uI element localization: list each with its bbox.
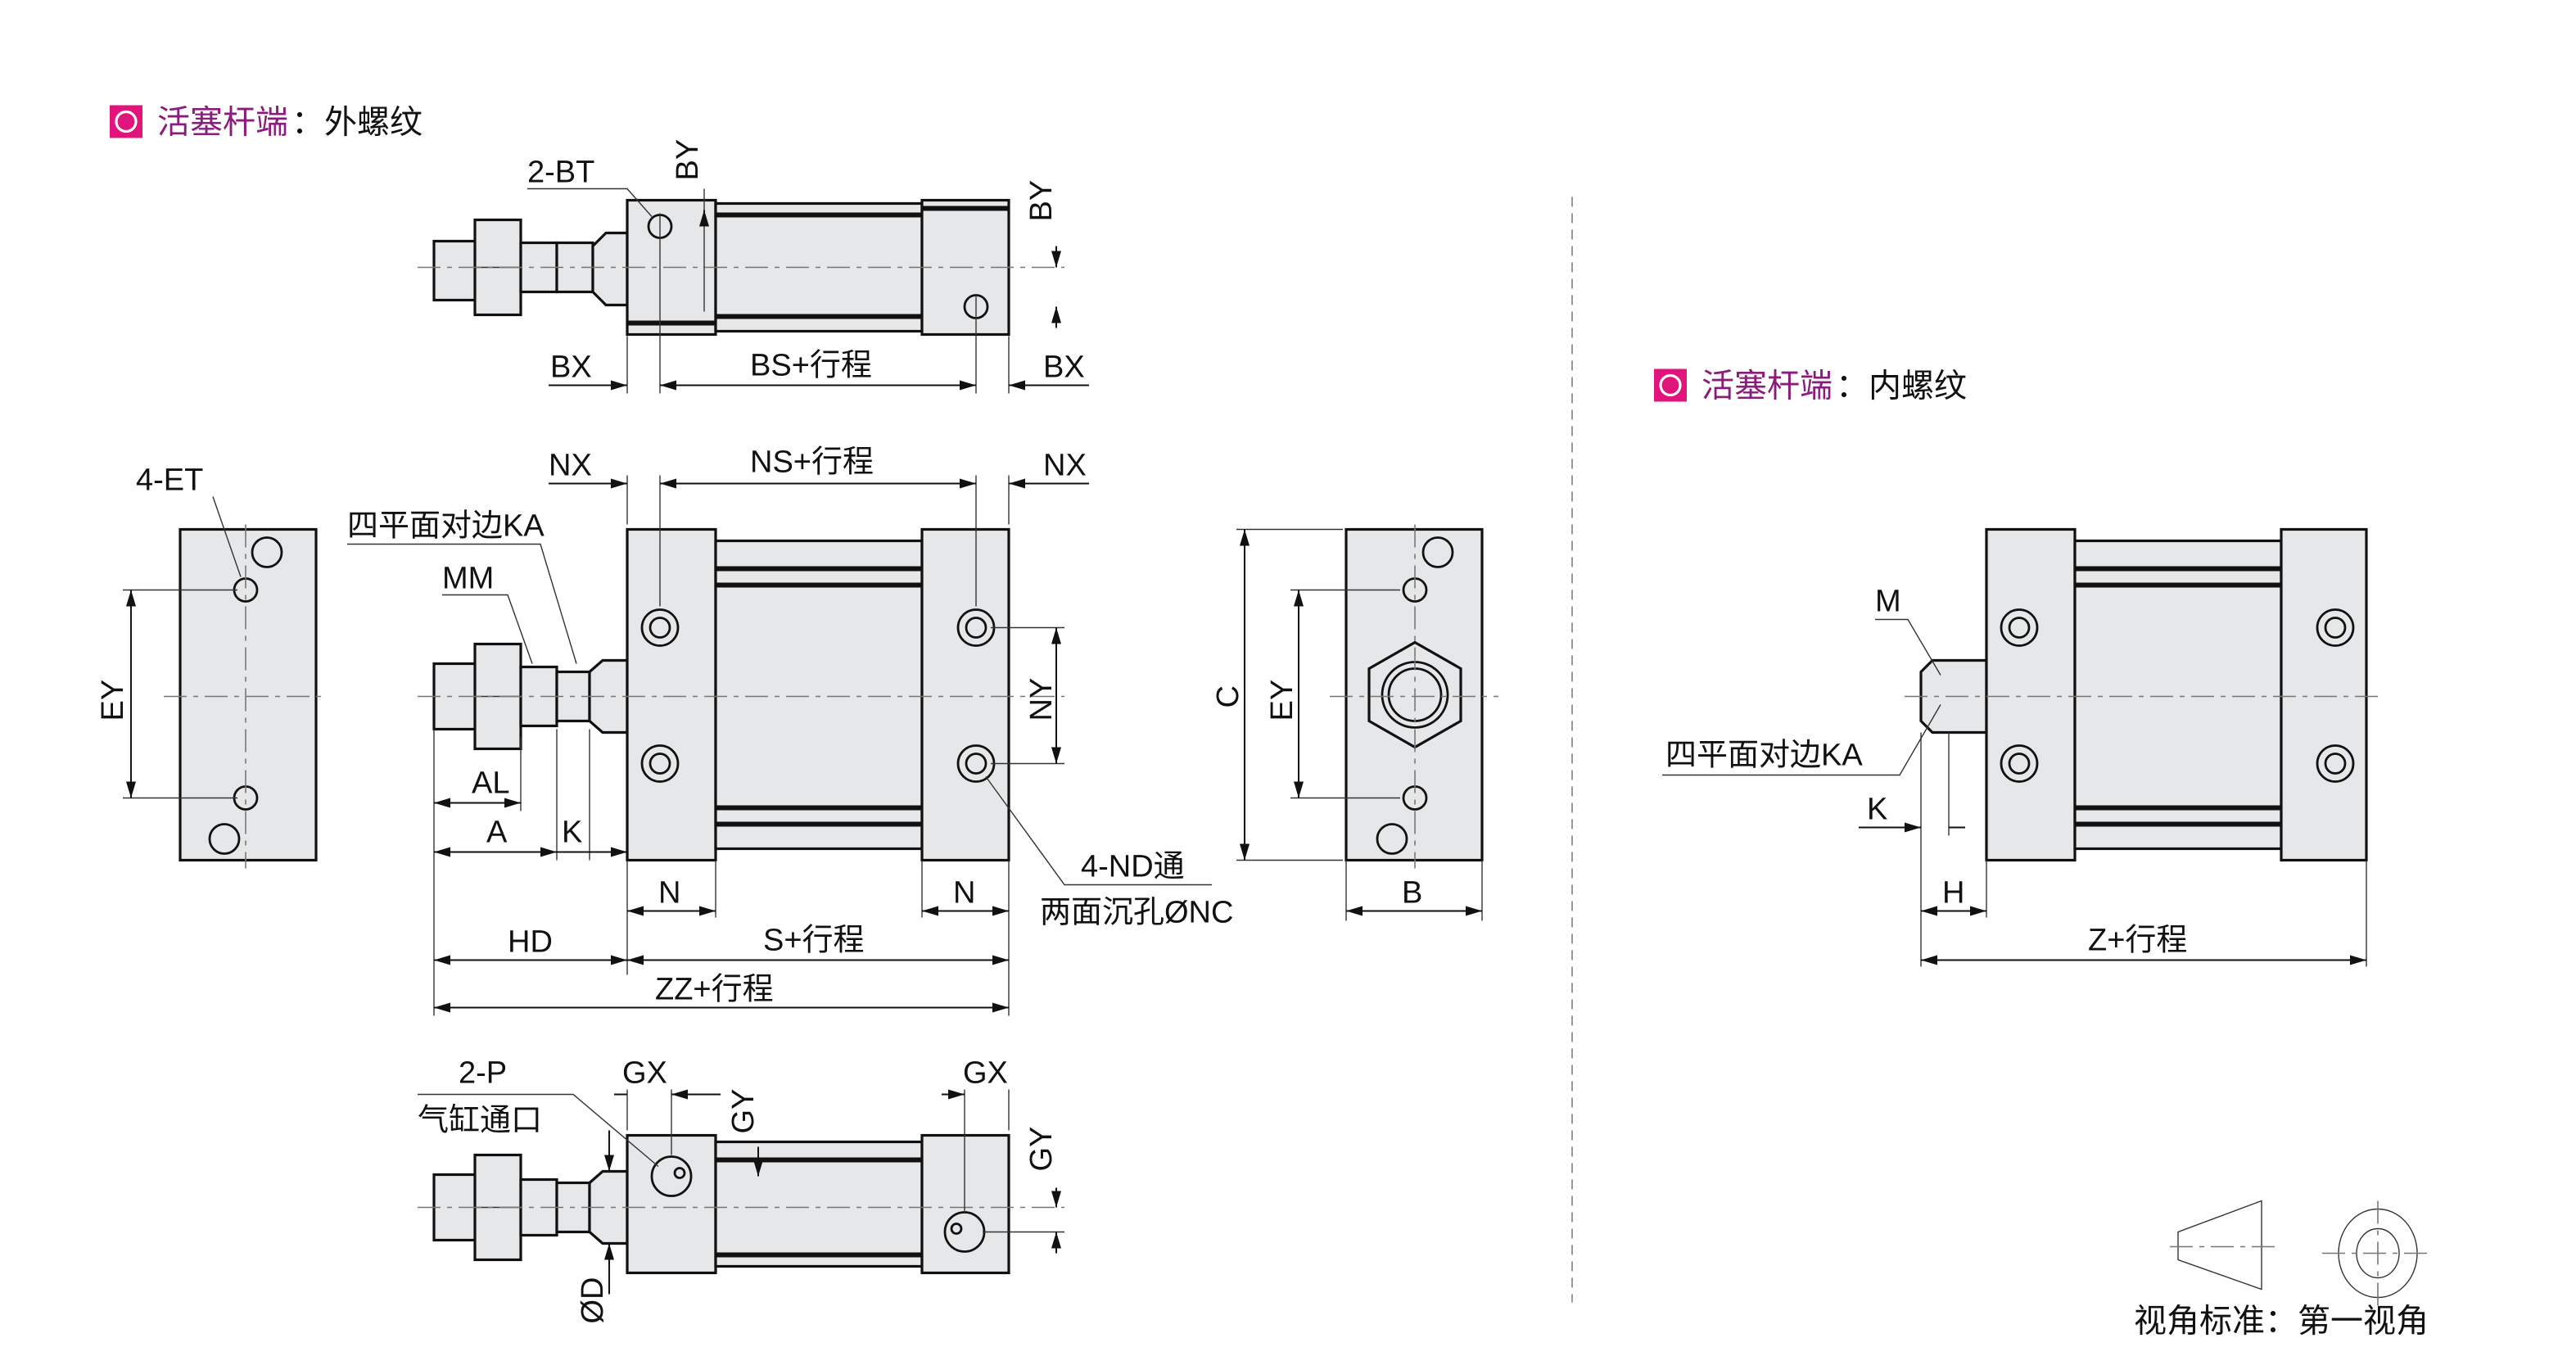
label-ns-stroke: NS+行程 <box>750 445 874 480</box>
label-h: H <box>1942 876 1964 911</box>
label-n: N <box>658 876 680 911</box>
label-bx: BX <box>550 350 592 385</box>
label-4-et: 4-ET <box>136 463 203 498</box>
section-title-external-thread: 活塞杆端 ：外螺纹 <box>110 105 423 141</box>
label-ny: NY <box>1024 678 1059 721</box>
title-accent: 活塞杆端 <box>157 105 288 141</box>
label-gx: GX <box>622 1056 667 1091</box>
truncated-cone-icon <box>2177 1200 2262 1290</box>
label-m: M <box>1875 585 1901 619</box>
label-nc: 两面沉孔ØNC <box>1040 896 1233 930</box>
label-od: ØD <box>576 1277 610 1324</box>
bullet-icon <box>1654 368 1687 402</box>
left-end-view: 4-ET EY <box>96 463 328 869</box>
label-by: BY <box>1024 180 1059 222</box>
view-standard-label: 视角标准：第一视角 <box>2134 1304 2429 1340</box>
label-zz-stroke: ZZ+行程 <box>655 973 774 1007</box>
label-a: A <box>486 816 508 850</box>
bullet-icon <box>110 105 142 138</box>
label-gx: GX <box>963 1056 1008 1091</box>
label-4-nd: 4-ND通 <box>1081 850 1185 884</box>
label-port: 气缸通口 <box>418 1104 542 1138</box>
label-ka: 四平面对边KA <box>1665 739 1863 773</box>
label-nx: NX <box>549 449 592 483</box>
first-angle-circles-icon <box>2322 1200 2434 1306</box>
label-z-stroke: Z+行程 <box>2088 924 2187 958</box>
label-ey: EY <box>96 680 130 721</box>
label-2-bt: 2-BT <box>527 156 594 190</box>
label-ka: 四平面对边KA <box>347 509 545 544</box>
section-title-internal-thread: 活塞杆端 ：内螺纹 <box>1654 368 1967 405</box>
label-nx: NX <box>1043 449 1087 483</box>
label-al: AL <box>472 766 509 801</box>
label-bx: BX <box>1043 350 1085 385</box>
bottom-view: GX GX GY GY ØD 2-P 气缸通口 <box>418 1056 1064 1324</box>
label-ey: EY <box>1265 680 1299 721</box>
label-s-stroke: S+行程 <box>763 924 865 958</box>
title-accent: 活塞杆端 <box>1702 368 1833 405</box>
title-rest: ：内螺纹 <box>1836 368 1967 405</box>
title-rest: ：外螺纹 <box>291 105 423 141</box>
rod-end-view: C EY B <box>1211 524 1498 921</box>
view-standard-symbol: 视角标准：第一视角 <box>2134 1200 2434 1340</box>
label-k: K <box>1867 793 1887 827</box>
label-b: B <box>1402 876 1422 911</box>
label-n: N <box>953 876 975 911</box>
label-hd: HD <box>508 925 553 960</box>
main-view: NX NS+行程 NX NY 四平面对边KA MM 4-ND通 两面沉孔ØNC … <box>347 445 1233 1016</box>
label-bs-stroke: BS+行程 <box>750 349 872 383</box>
label-by: BY <box>671 139 705 181</box>
label-c: C <box>1211 685 1245 707</box>
label-gy: GY <box>726 1089 761 1134</box>
label-gy: GY <box>1024 1127 1059 1172</box>
label-2-p: 2-P <box>459 1056 507 1091</box>
top-view: 2-BT BY BY BX BS+行程 BX <box>418 139 1089 394</box>
label-k: K <box>562 816 582 850</box>
internal-thread-view: M 四平面对边KA K H Z+行程 <box>1662 527 2383 967</box>
label-mm: MM <box>442 562 494 596</box>
